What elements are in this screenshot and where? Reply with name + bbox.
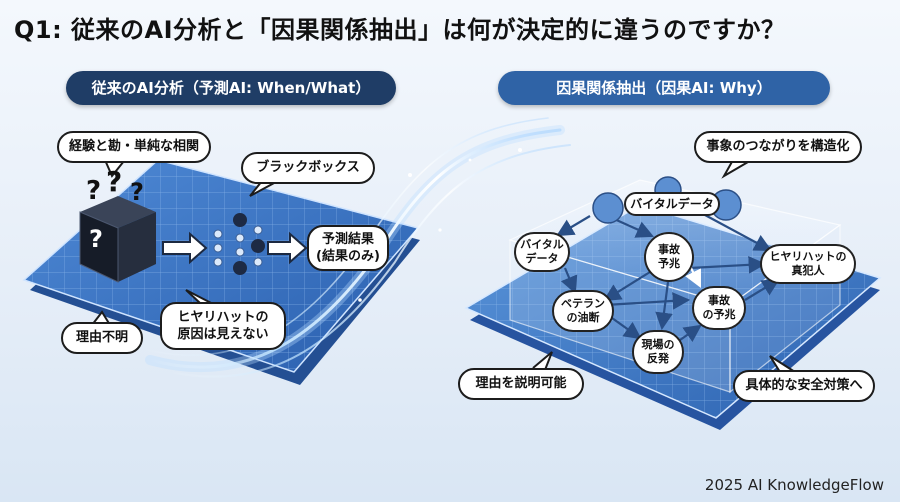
question-mark-icon: ? [106,165,123,198]
vital-data-tag: バイタルデータ [624,192,720,216]
correlation-bubble: 経験と勘・単純な相関 [57,131,211,163]
credit-text: 2025 AI KnowledgeFlow [704,476,884,494]
black-box-bubble: ブラックボックス [241,152,375,184]
bubble-tails [91,159,796,373]
question-mark-icon: ? [86,176,102,206]
cause-hidden-bubble: ヒヤリハットの 原因は見えない [160,302,286,350]
black-box-icon [79,196,156,283]
question-mark-icon: ? [89,225,103,253]
node-site-pushback: 現場の反発 [632,330,684,374]
node-vital-data: バイタルデータ [514,232,570,272]
node-accident-sign: 事故予兆 [644,232,694,282]
neural-network-icon [213,213,265,275]
node-accident-precursor: 事故の予兆 [692,286,746,330]
prediction-result-bubble: 予測結果 (結果のみ) [307,225,389,271]
traditional-ai-header: 従来のAI分析（予測AI: When/What） [66,71,396,105]
causal-extraction-header: 因果関係抽出（因果AI: Why） [498,71,830,105]
question-mark-icon: ? [130,178,144,206]
reason-unknown-bubble: 理由不明 [61,322,143,354]
page-title: Q1: 従来のAI分析と「因果関係抽出」は何が決定的に違うのですか？ [14,16,786,44]
node-true-culprit: ヒヤリハットの真犯人 [760,244,856,284]
safety-measures-bubble: 具体的な安全対策へ [733,370,875,402]
structure-bubble: 事象のつながりを構造化 [694,131,862,163]
node-veteran-carelessness: ベテランの油断 [552,290,614,332]
explainable-bubble: 理由を説明可能 [458,368,584,400]
causal-arrows [556,214,780,343]
flow-arrows-left [162,231,308,265]
